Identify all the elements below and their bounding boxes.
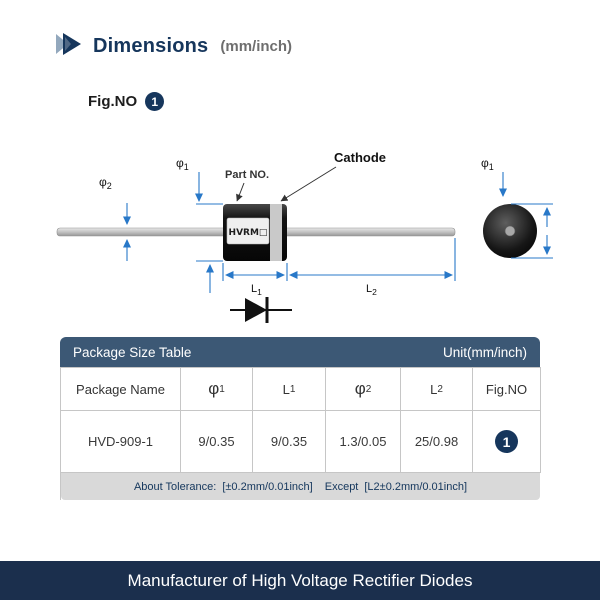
end-view-center-dot: [504, 225, 516, 237]
cell-l2: 25/0.98: [401, 411, 473, 473]
dim-l2-text: L2: [366, 283, 377, 297]
dim-phi1-endview: [499, 172, 553, 259]
col-header-package-name: Package Name: [61, 367, 181, 411]
dim-l1-text: L1: [251, 283, 262, 297]
tolerance-note: About Tolerance: [±0.2mm/0.01inch] Excep…: [61, 473, 540, 500]
fig-no-label: Fig.NO: [88, 93, 138, 110]
fig-no: Fig.NO 1: [88, 92, 165, 111]
tolerance-except-label: Except: [324, 480, 359, 493]
cell-fig-no: 1: [473, 411, 541, 473]
table-unit: Unit(mm/inch): [442, 344, 527, 360]
footer-text: Manufacturer of High Voltage Rectifier D…: [127, 570, 473, 590]
tolerance-prefix: About Tolerance:: [133, 480, 217, 493]
table-title-bar: Package Size Table Unit(mm/inch): [60, 337, 540, 367]
dim-phi1-endview-text: φ1: [481, 156, 494, 172]
diode-symbol: [230, 297, 292, 323]
cathode-band: [270, 204, 282, 261]
tolerance-value: [±0.2mm/0.01inch]: [222, 480, 313, 493]
body-marking-label-plate: [226, 217, 270, 245]
dim-phi1: [195, 172, 223, 293]
cell-phi2: 1.3/0.05: [326, 411, 401, 473]
page-title: Dimensions: [93, 35, 209, 57]
cathode-leader: [280, 166, 337, 202]
double-arrow-icon: [54, 33, 84, 60]
fig-no-badge: 1: [145, 92, 165, 111]
part-no-label: Part NO.: [225, 169, 269, 181]
dim-phi2-text: φ2: [99, 175, 112, 191]
dim-phi1-text: φ1: [176, 156, 189, 172]
footer-banner: Manufacturer of High Voltage Rectifier D…: [0, 561, 600, 600]
cell-phi1: 9/0.35: [181, 411, 253, 473]
package-size-table: Package Size Table Unit(mm/inch) Package…: [60, 337, 541, 500]
col-header-fig-no: Fig.NO: [473, 367, 541, 411]
diode-body: HVRM□: [223, 204, 287, 261]
fig-no-cell-badge: 1: [495, 430, 518, 453]
dim-l2: [289, 238, 456, 281]
tolerance-except-value: [L2±0.2mm/0.01inch]: [364, 480, 468, 493]
cathode-label: Cathode: [334, 150, 386, 165]
dimension-diagram: HVRM□ Part NO. Cathode φ1 φ2 L1: [56, 150, 553, 323]
cell-l1: 9/0.35: [253, 411, 326, 473]
dim-l1: [222, 263, 288, 281]
cell-package-name: HVD-909-1: [61, 411, 181, 473]
table-data-row: HVD-909-1 9/0.35 9/0.35 1.3/0.05 25/0.98…: [61, 411, 541, 473]
table-title: Package Size Table: [73, 344, 192, 360]
part-no-leader: [236, 182, 245, 202]
body-marking: HVRM□: [229, 228, 268, 238]
unit-label: (mm/inch): [220, 38, 293, 55]
page-header: Dimensions (mm/inch): [54, 33, 292, 60]
